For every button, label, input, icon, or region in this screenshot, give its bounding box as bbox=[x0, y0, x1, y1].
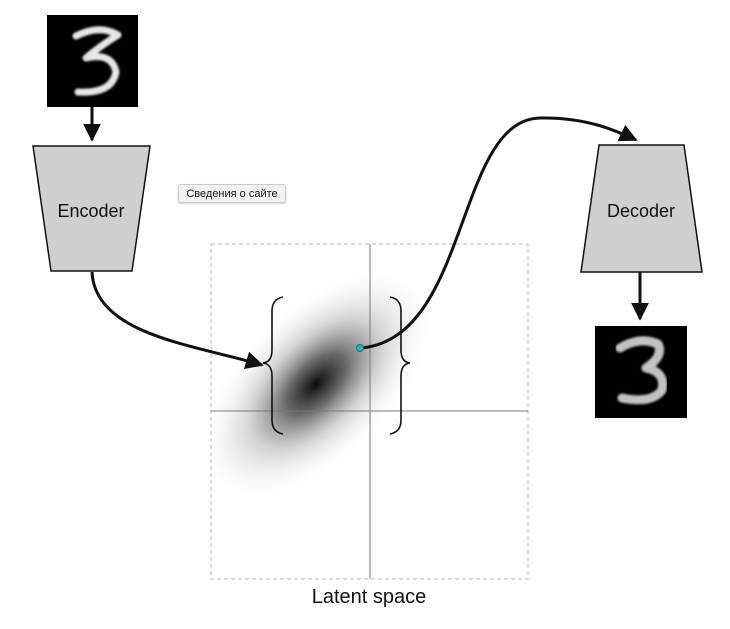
latent-space-caption: Latent space bbox=[312, 586, 427, 608]
decoder-label: Decoder bbox=[607, 201, 675, 221]
encoder-label: Encoder bbox=[57, 201, 124, 221]
encoder-block: Encoder bbox=[32, 145, 151, 272]
right-brace bbox=[389, 296, 411, 435]
input-digit-image bbox=[47, 15, 138, 107]
latent-gaussian-distribution bbox=[196, 264, 436, 504]
output-digit-image bbox=[595, 326, 687, 418]
decoder-block: Decoder bbox=[580, 144, 703, 273]
arrow-encoder-to-latent bbox=[90, 271, 264, 369]
arrow-latent-to-decoder bbox=[359, 116, 638, 350]
latent-sample-point bbox=[356, 344, 364, 352]
site-info-tooltip: Сведения о сайте bbox=[178, 184, 286, 203]
